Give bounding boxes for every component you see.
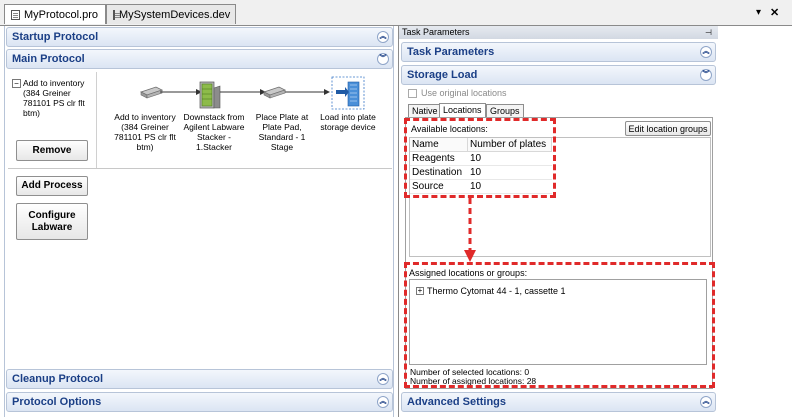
table-row[interactable]: Source 10 xyxy=(410,180,552,194)
cell-plates: 10 xyxy=(470,181,482,192)
tab-native[interactable]: Native xyxy=(408,104,442,117)
expand-icon[interactable]: ︾ xyxy=(700,69,712,81)
workflow-step-inventory[interactable]: Add to inventory (384 Greiner 781101 PS … xyxy=(114,112,176,152)
workflow-diagram xyxy=(139,76,365,110)
header-label: Storage Load xyxy=(407,69,478,81)
pane-title-bar: Task Parameters ⊣ xyxy=(399,26,718,39)
tab-groups[interactable]: Groups xyxy=(486,104,524,117)
expand-icon[interactable]: ︾ xyxy=(377,53,389,65)
highlight-arrow xyxy=(464,198,476,262)
pin-icon[interactable]: ⊣ xyxy=(705,28,712,37)
storage-load-header[interactable]: Storage Load ︾ xyxy=(401,65,716,85)
divider xyxy=(96,72,97,168)
pin-dropdown-icon[interactable]: ▾ xyxy=(756,7,762,18)
assigned-highlight-box xyxy=(404,262,715,388)
assigned-locations-tree xyxy=(409,279,707,365)
protocol-options-header[interactable]: Protocol Options ︽ xyxy=(6,392,393,412)
header-label: Task Parameters xyxy=(407,46,495,58)
task-parameters-header[interactable]: Task Parameters ︽ xyxy=(401,42,716,62)
use-original-label: Use original locations xyxy=(421,88,507,98)
cell-plates: 10 xyxy=(470,153,482,164)
column-header-name[interactable]: Name xyxy=(410,138,468,152)
tab-locations[interactable]: Locations xyxy=(439,103,486,117)
available-locations-label: Available locations: xyxy=(411,124,488,134)
pane-title: Task Parameters xyxy=(402,27,470,37)
header-label: Cleanup Protocol xyxy=(12,373,104,385)
plate-pad-icon xyxy=(262,86,287,99)
use-original-checkbox[interactable] xyxy=(408,89,417,98)
tree-collapse-icon[interactable]: − xyxy=(12,79,21,88)
cell-name: Reagents xyxy=(412,153,455,164)
workflow-step-load-storage[interactable]: Load into plate storage device xyxy=(320,112,376,132)
column-header-plates[interactable]: Number of plates xyxy=(468,138,552,152)
available-highlight-box xyxy=(404,118,556,198)
collapse-icon[interactable]: ︽ xyxy=(377,396,389,408)
tab-label: MyProtocol.pro xyxy=(24,8,98,21)
edit-location-groups-button[interactable]: Edit location groups xyxy=(625,121,711,136)
collapse-icon[interactable]: ︽ xyxy=(700,46,712,58)
header-label: Main Protocol xyxy=(12,53,85,65)
tree-expand-icon[interactable]: + xyxy=(416,286,424,295)
plate-icon xyxy=(139,86,164,99)
startup-protocol-header[interactable]: Startup Protocol ︽ xyxy=(6,27,393,47)
table-row[interactable]: Destination 10 xyxy=(410,166,552,180)
main-protocol-header[interactable]: Main Protocol ︾ xyxy=(6,49,393,69)
stacker-icon xyxy=(199,81,221,109)
remove-button[interactable]: Remove xyxy=(16,140,88,161)
add-process-button[interactable]: Add Process xyxy=(16,176,88,196)
flow-arrow-head xyxy=(260,89,266,95)
collapse-icon[interactable]: ︽ xyxy=(377,373,389,385)
collapse-icon[interactable]: ︽ xyxy=(700,396,712,408)
cell-plates: 10 xyxy=(470,167,482,178)
header-label: Startup Protocol xyxy=(12,31,99,43)
advanced-settings-header[interactable]: Advanced Settings ︽ xyxy=(401,392,716,412)
workflow-step-downstack[interactable]: Downstack from Agilent Labware Stacker -… xyxy=(183,112,245,152)
close-icon[interactable]: ✕ xyxy=(770,7,780,19)
cleanup-protocol-header[interactable]: Cleanup Protocol ︽ xyxy=(6,369,393,389)
flow-arrow-head xyxy=(196,89,202,95)
assigned-locations-count: Number of assigned locations: 28 xyxy=(410,376,537,386)
tab-label: MySystemDevices.dev xyxy=(119,8,231,21)
header-label: Advanced Settings xyxy=(407,396,507,408)
table-row[interactable]: Reagents 10 xyxy=(410,152,552,166)
configure-labware-button[interactable]: Configure Labware xyxy=(16,203,88,240)
process-item[interactable]: Add to inventory (384 Greiner 781101 PS … xyxy=(23,78,85,118)
flow-arrow-head xyxy=(324,89,330,95)
cell-name: Destination xyxy=(412,167,463,178)
document-icon xyxy=(113,9,120,20)
storage-device-icon xyxy=(331,76,365,110)
selected-locations-count: Number of selected locations: 0 xyxy=(410,367,530,377)
document-icon xyxy=(11,9,20,20)
header-label: Protocol Options xyxy=(12,396,102,408)
tab-myprotocol[interactable]: MyProtocol.pro xyxy=(4,4,106,24)
tab-mysystemdevices[interactable]: MySystemDevices.dev xyxy=(106,4,236,24)
divider xyxy=(8,168,392,169)
collapse-icon[interactable]: ︽ xyxy=(377,31,389,43)
assigned-location-item[interactable]: Thermo Cytomat 44 - 1, cassette 1 xyxy=(427,286,566,296)
workflow-step-place-plate[interactable]: Place Plate at Plate Pad, Standard - 1 S… xyxy=(255,112,309,152)
assigned-locations-label: Assigned locations or groups: xyxy=(409,268,528,278)
cell-name: Source xyxy=(412,181,444,192)
